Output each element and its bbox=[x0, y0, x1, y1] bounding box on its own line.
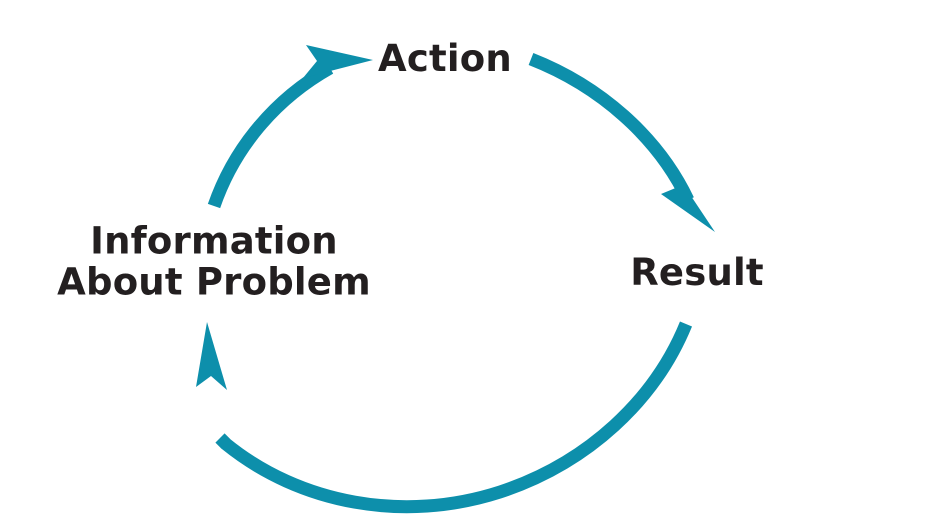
arc-action-to-result-arrowhead bbox=[661, 166, 715, 232]
arc-result-to-information bbox=[196, 321, 693, 514]
arc-action-to-result bbox=[528, 52, 715, 232]
node-label-information-line-1: Information bbox=[90, 219, 338, 263]
arc-information-to-action-arrowhead bbox=[303, 45, 373, 78]
arc-information-to-action-curve bbox=[207, 62, 334, 209]
node-label-result: Result bbox=[630, 251, 764, 295]
arc-action-to-result-curve bbox=[528, 52, 694, 203]
arc-result-to-information-curve bbox=[215, 321, 693, 514]
arc-result-to-information-arrowhead bbox=[196, 322, 227, 390]
arc-information-to-action bbox=[207, 45, 373, 209]
node-label-information-line-2: About Problem bbox=[57, 261, 371, 304]
node-label-action: Action bbox=[378, 37, 512, 81]
